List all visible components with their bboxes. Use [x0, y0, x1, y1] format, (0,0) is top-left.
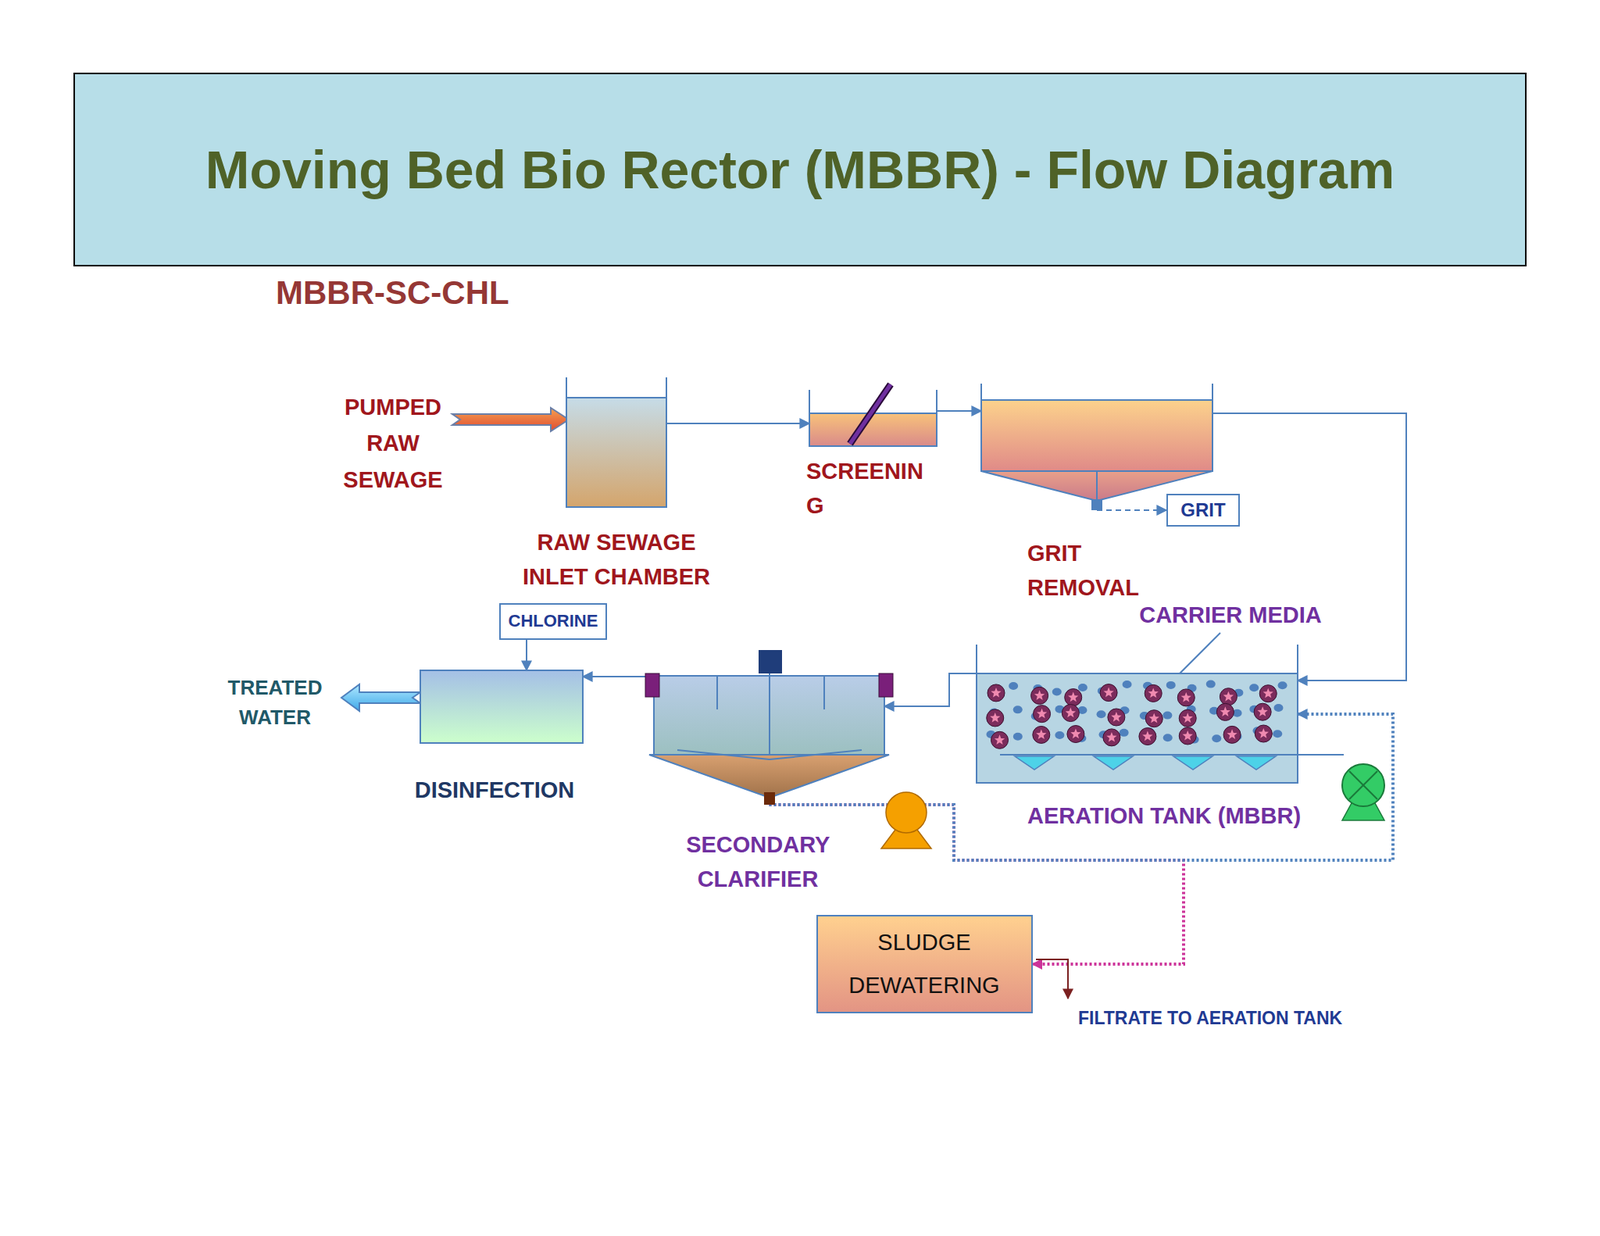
- node-heading: GRIT REMOVAL: [1027, 536, 1140, 605]
- flow-connector: [936, 410, 982, 412]
- title-band: Moving Bed Bio Rector (MBBR) - Flow Diag…: [73, 72, 1527, 267]
- flow-connector: [525, 639, 528, 672]
- dewatering-box: SLUDGE DEWATERING: [816, 914, 1033, 1014]
- grit-chamber-shape: [981, 383, 1213, 511]
- secondary-clarifier: SECONDARY CLARIFIER: [653, 650, 885, 805]
- flow-connector: [666, 422, 810, 425]
- node-text: GRIT: [1180, 499, 1225, 522]
- node-heading: SCREENIN G: [806, 454, 924, 523]
- node-text: CHLORINE: [508, 610, 599, 632]
- node-heading: DISINFECTION: [414, 773, 575, 808]
- flow-connector: [884, 673, 977, 707]
- note-label: FILTRATE TO AERATION TANK: [1078, 1007, 1343, 1030]
- inlet-chamber: RAW SEWAGE INLET CHAMBER: [566, 377, 667, 508]
- filtrate-arrow: [1035, 959, 1068, 999]
- outflow-label: TREATED WATER: [228, 673, 323, 733]
- flow-connector: [1096, 509, 1167, 511]
- node-heading: SECONDARY CLARIFIER: [685, 828, 830, 897]
- aeration-tank-shape: [976, 644, 1298, 783]
- screening-channel-shape: [809, 389, 937, 447]
- outflow-arrow: [341, 684, 421, 711]
- grit-box: GRIT: [1166, 493, 1240, 527]
- chlorine-box: CHLORINE: [499, 603, 608, 640]
- scheme-code: MBBR-SC-CHL: [275, 273, 510, 313]
- node-heading: RAW SEWAGE INLET CHAMBER: [507, 525, 726, 594]
- grit-chamber: GRIT REMOVAL: [981, 383, 1213, 511]
- callout-label: CARRIER MEDIA: [1139, 601, 1322, 629]
- inflow-label: PUMPED RAW SEWAGE: [342, 389, 443, 498]
- disinfection-tank: DISINFECTION: [420, 670, 583, 743]
- flow-connector: [582, 675, 654, 678]
- aeration-tank: AERATION TANK (MBBR): [976, 644, 1298, 783]
- secondary-clarifier-shape: [653, 650, 885, 805]
- node-heading: AERATION TANK (MBBR): [1027, 799, 1301, 834]
- node-text: SLUDGE DEWATERING: [834, 921, 1015, 1008]
- screening-channel: SCREENIN G: [809, 389, 937, 447]
- flow-connector: [1212, 413, 1407, 681]
- blower-symbol: [1342, 764, 1385, 821]
- inflow-arrow: [452, 407, 569, 432]
- title-text: Moving Bed Bio Rector (MBBR) - Flow Diag…: [205, 139, 1395, 200]
- disinfection-tank-shape: [420, 670, 583, 743]
- pump-symbol: [881, 792, 932, 849]
- inlet-chamber-shape: [566, 377, 667, 508]
